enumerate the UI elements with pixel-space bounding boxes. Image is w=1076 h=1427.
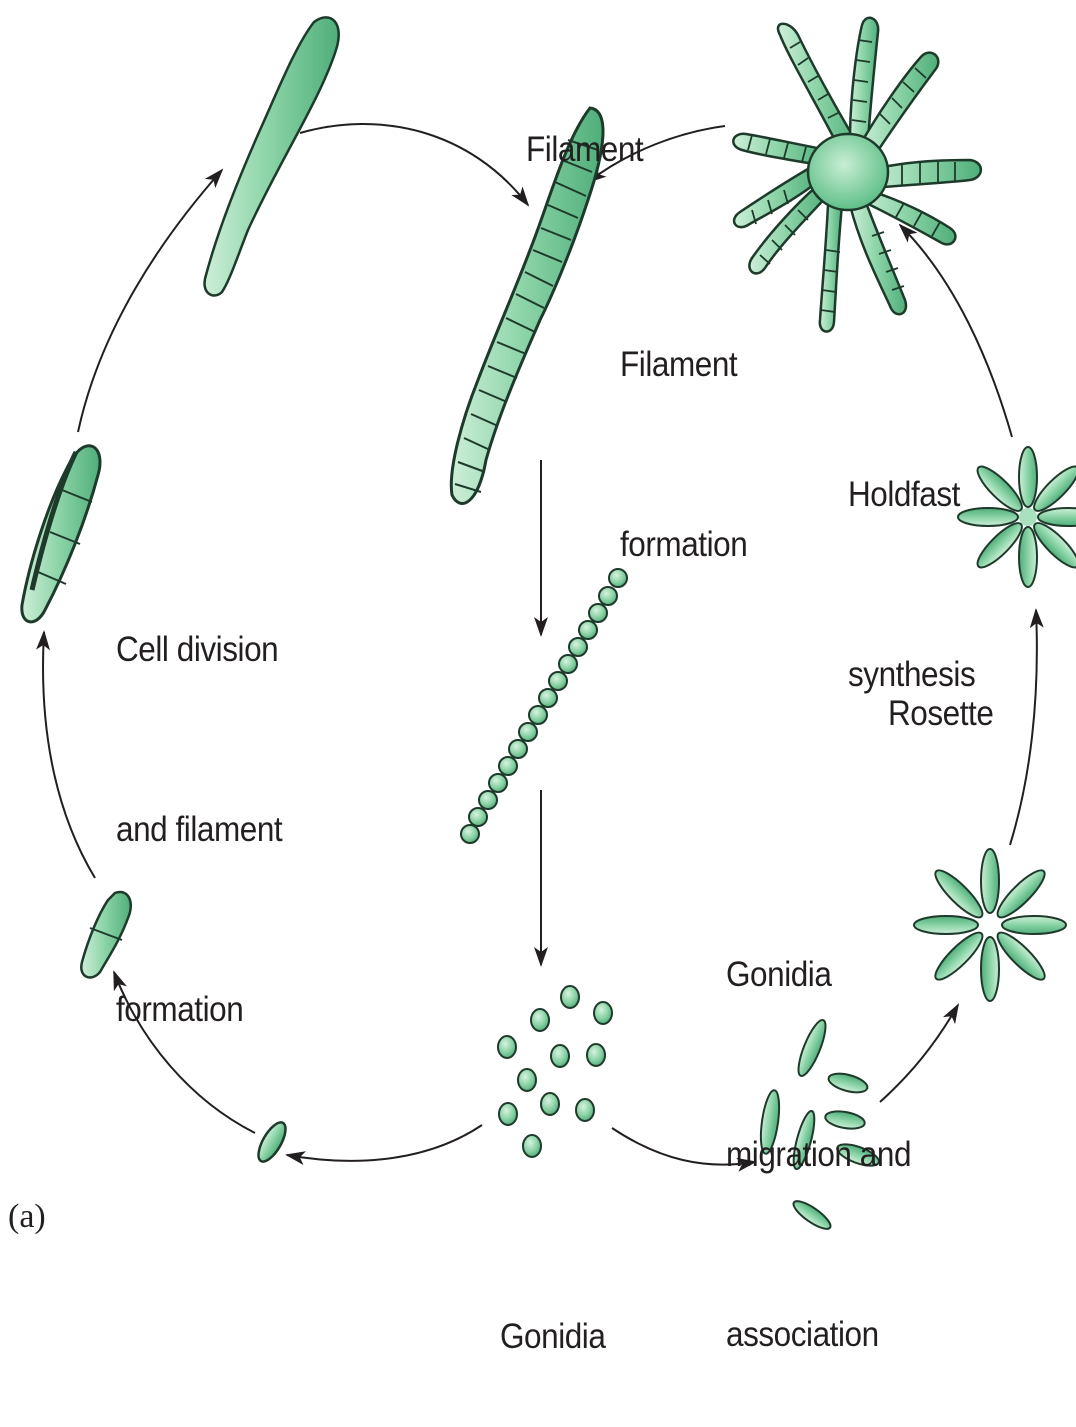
panel-label: (a) xyxy=(8,1198,46,1236)
forming-rosette xyxy=(914,849,1066,1001)
rod-cell-top xyxy=(205,17,339,295)
arrow-top-left-to-filament xyxy=(300,124,528,205)
gonidia-cluster xyxy=(498,986,612,1157)
arrow-left-up-to-top-rod xyxy=(78,170,222,432)
single-cell xyxy=(253,1118,291,1165)
arrow-rosette-up xyxy=(1010,610,1037,845)
label-cell-division: Cell division and filament formation xyxy=(116,500,282,1100)
label-rosette: Rosette xyxy=(888,564,993,804)
label-filament-formation: Filament formation xyxy=(620,215,747,635)
arrow-gonidia-to-small-cell xyxy=(287,1125,482,1161)
arrow-left-lower-up xyxy=(43,632,95,878)
dividing-rod xyxy=(22,446,100,622)
label-gonidia-migration: Gonidia migration and association xyxy=(726,825,911,1425)
bead-chain xyxy=(461,569,627,843)
label-filament: Filament xyxy=(526,0,643,240)
holdfast-colony xyxy=(733,18,981,332)
label-gonidia: Gonidia xyxy=(500,1187,605,1427)
